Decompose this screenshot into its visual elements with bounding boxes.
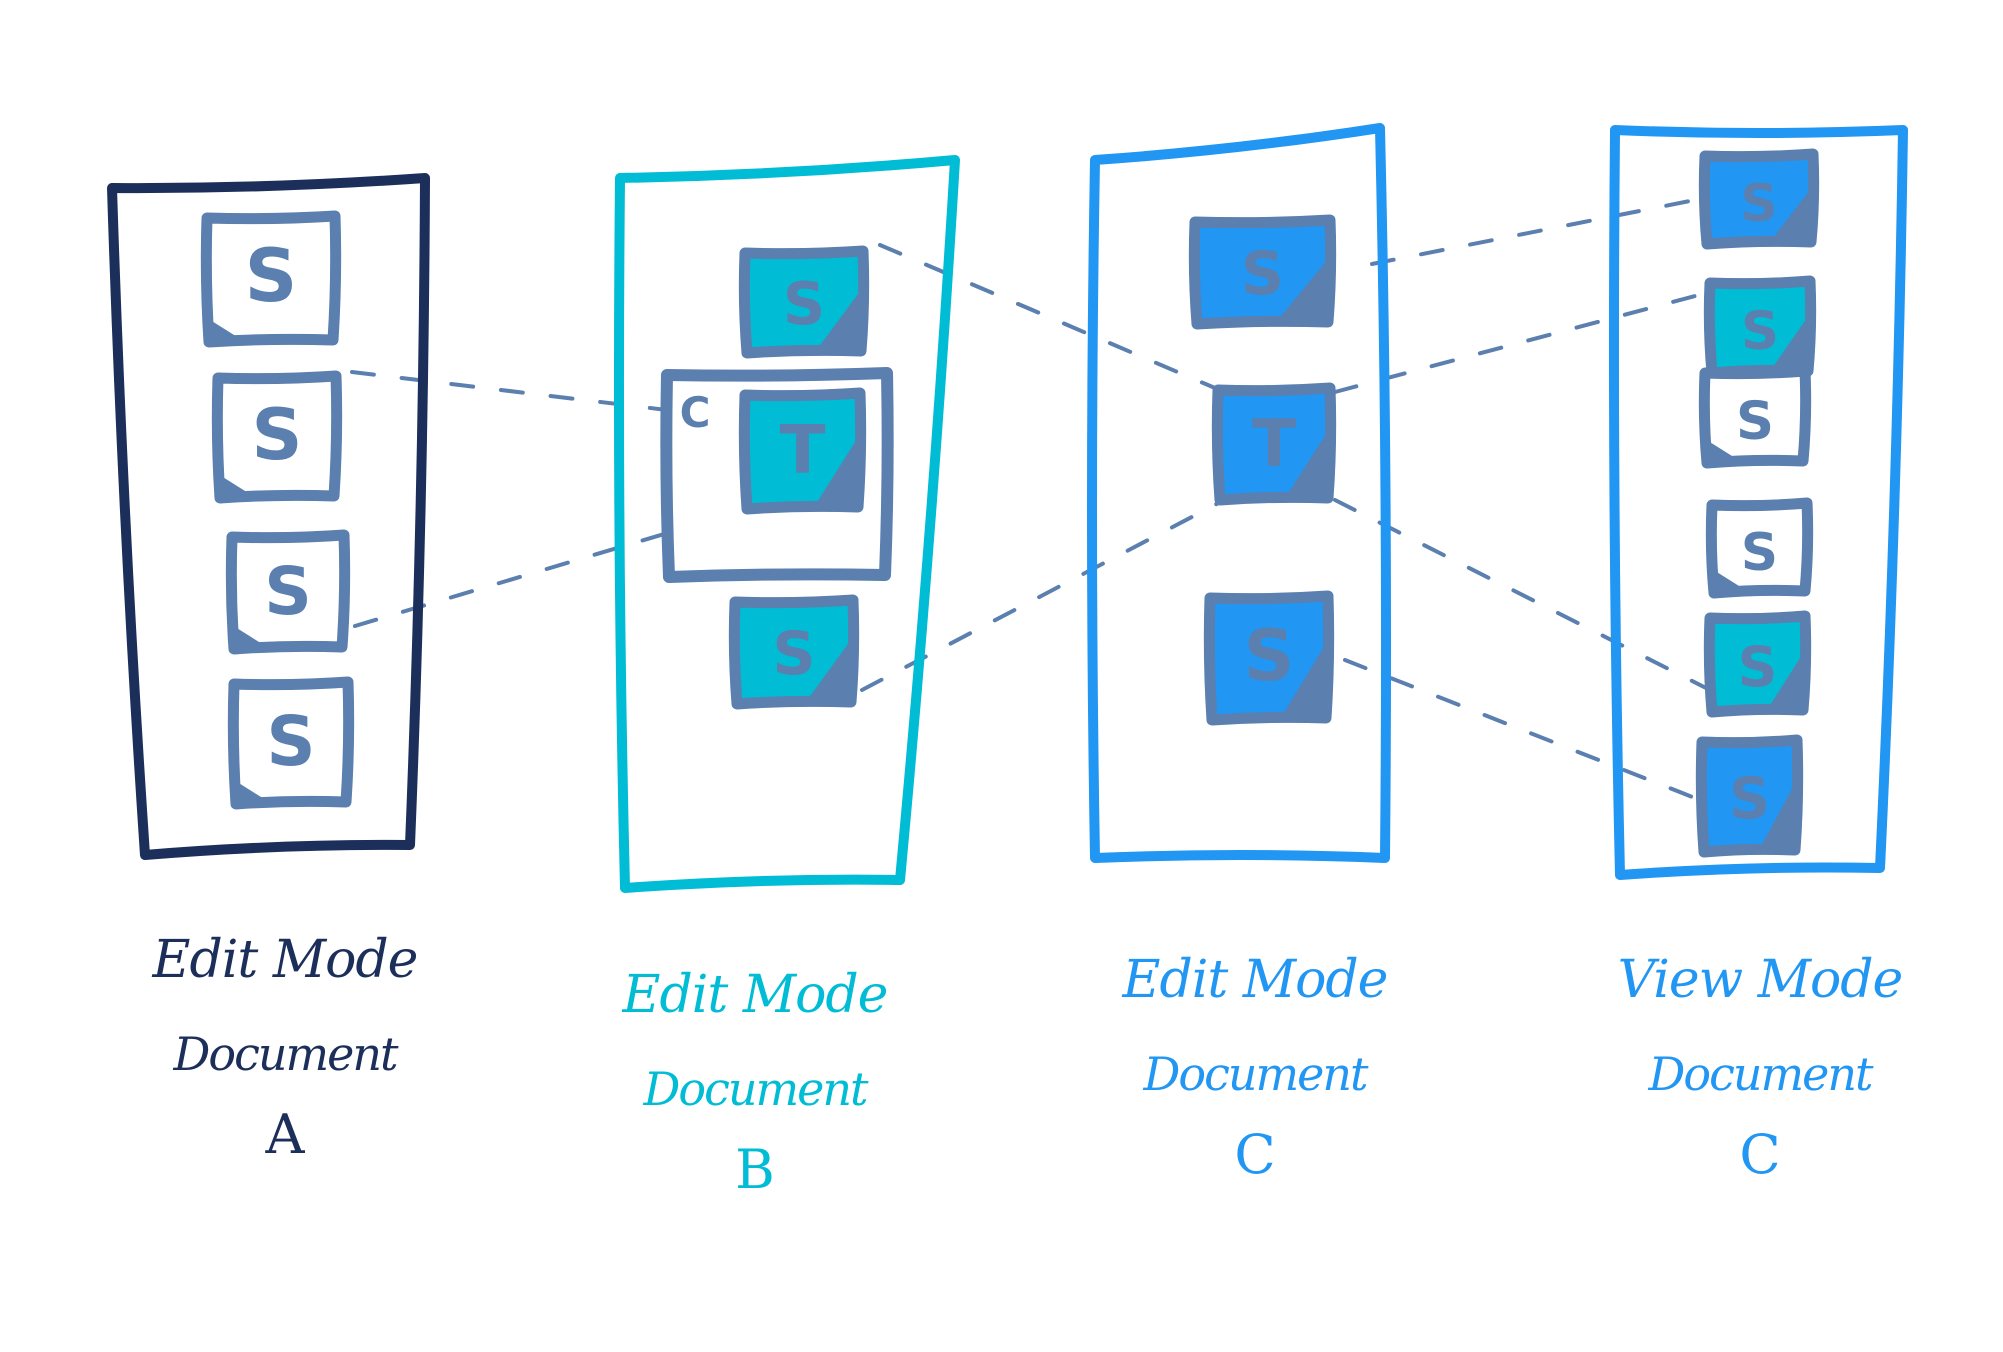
fold-corner-icon	[1276, 257, 1330, 322]
block-glyph: S	[1736, 391, 1774, 452]
block-outline	[211, 370, 343, 504]
fold-corner-icon	[805, 637, 853, 702]
block-glyph: T	[780, 411, 826, 489]
block-s[interactable]: S	[738, 245, 870, 359]
block-s[interactable]: S	[1695, 734, 1804, 858]
block-glyph: S	[1740, 174, 1777, 234]
doc-a-word: Document	[173, 1027, 399, 1082]
fold-corner-icon	[815, 287, 863, 351]
block-s[interactable]: S	[211, 370, 343, 504]
block-glyph: S	[1741, 523, 1778, 583]
block-outline	[227, 676, 355, 810]
block-glyph: S	[266, 703, 315, 782]
container-glyph: C	[680, 388, 711, 437]
block-glyph: S	[1729, 766, 1770, 832]
fold-corner-icon	[234, 780, 269, 804]
connector-c2-to-v5	[1333, 498, 1712, 692]
doc-b-word: Document	[643, 1062, 869, 1117]
fold-corner-icon	[218, 474, 253, 498]
block-glyph: T	[1252, 407, 1296, 482]
doc-a-mode: Edit Mode	[152, 930, 419, 990]
fold-corner-icon	[207, 318, 242, 342]
block-s[interactable]: S	[200, 210, 342, 348]
block-t[interactable]: T	[738, 387, 867, 515]
doc-b-frame	[613, 155, 960, 893]
block-glyph: S	[264, 553, 312, 630]
connector-c2-to-v2	[1333, 290, 1712, 394]
connector-c3-to-v6	[1343, 658, 1702, 802]
block-glyph: S	[252, 393, 303, 476]
label-doc-c-view: View Mode Document C	[1595, 945, 1925, 1192]
block-s[interactable]: S	[1703, 275, 1817, 379]
fold-corner-icon	[1285, 427, 1330, 498]
label-doc-a: Edit Mode Document A	[120, 925, 450, 1172]
fold-corner-icon	[1759, 779, 1797, 850]
doc-b: C S T S	[613, 155, 960, 893]
doc-c-view-mode: View Mode	[1617, 950, 1904, 1010]
fold-corner-icon	[1280, 640, 1328, 718]
block-glyph: S	[245, 234, 298, 319]
block-s[interactable]: S	[1203, 590, 1335, 726]
block-s[interactable]: S	[1698, 365, 1812, 469]
block-outline	[200, 210, 342, 348]
fold-corner-icon	[232, 625, 267, 649]
fold-corner-icon	[1705, 439, 1740, 463]
block-s[interactable]: S	[1705, 497, 1814, 599]
block-glyph: S	[772, 619, 815, 689]
label-doc-b: Edit Mode Document B	[590, 960, 920, 1207]
fold-corner-icon	[814, 434, 860, 507]
fold-corner-icon	[1767, 650, 1805, 710]
fold-corner-icon	[1769, 186, 1813, 242]
block-outline	[225, 529, 351, 655]
doc-c-view-frame	[1608, 125, 1908, 880]
doc-c-view-letter: C	[1739, 1123, 1781, 1187]
block-glyph: S	[1244, 614, 1295, 697]
doc-b-mode: Edit Mode	[622, 965, 889, 1025]
connector-c1-to-v1	[1370, 196, 1707, 266]
doc-c-edit-frame	[1087, 123, 1392, 863]
block-s[interactable]: S	[227, 676, 355, 810]
fold-corner-icon	[1770, 313, 1810, 371]
block-glyph: S	[1241, 239, 1284, 309]
doc-c-edit-word: Document	[1143, 1047, 1369, 1102]
block-glyph: S	[783, 269, 825, 338]
block-t[interactable]: T	[1211, 382, 1337, 506]
doc-c-edit: S T S	[1087, 123, 1392, 863]
doc-c-edit-mode: Edit Mode	[1122, 950, 1389, 1010]
connectors	[350, 196, 1712, 802]
block-s[interactable]: S	[728, 594, 860, 710]
label-doc-c-edit: Edit Mode Document C	[1090, 945, 1420, 1192]
fold-corner-icon	[1712, 569, 1747, 593]
doc-c-edit-letter: C	[1234, 1123, 1276, 1187]
block-outline	[1698, 365, 1812, 469]
block-s[interactable]: S	[1698, 148, 1820, 250]
block-s[interactable]: S	[1703, 610, 1812, 718]
block-s[interactable]: S	[1188, 214, 1337, 330]
connector-b1-to-c2	[878, 243, 1217, 390]
doc-a-frame	[107, 173, 430, 860]
block-outline	[1705, 497, 1814, 599]
doc-b-letter: B	[735, 1138, 775, 1202]
block-glyph: S	[1738, 636, 1778, 700]
block-glyph: S	[1741, 301, 1779, 362]
doc-a-letter: A	[265, 1103, 305, 1167]
block-s[interactable]: S	[225, 529, 351, 655]
doc-c-view-word: Document	[1648, 1047, 1874, 1102]
